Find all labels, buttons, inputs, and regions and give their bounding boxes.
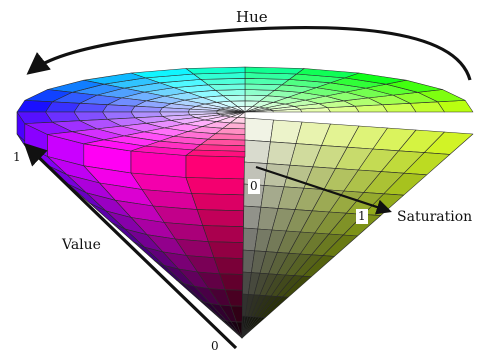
cone-side-cell: [192, 194, 245, 211]
top-disc-cell: [103, 105, 135, 112]
cone-side-cell: [203, 226, 244, 243]
value-label: Value: [62, 237, 101, 253]
cone-side-cell: [197, 210, 244, 227]
value-max-label: 1: [13, 150, 21, 164]
rim-band-cell: [186, 156, 245, 180]
hue-label: Hue: [236, 8, 268, 26]
top-disc-cell: [186, 150, 245, 157]
saturation-min-label: 0: [248, 179, 260, 194]
saturation-max-label: 1: [356, 209, 368, 224]
cut-face-right-cell: [244, 140, 270, 164]
cutaway-interior: [242, 118, 473, 338]
saturation-label: Saturation: [397, 209, 472, 225]
cone-side-cell: [186, 178, 245, 195]
cone-side-cell: [208, 242, 243, 259]
top-disc-cell: [186, 67, 245, 74]
cut-face-right-cell: [245, 118, 274, 142]
value-min-label: 0: [211, 339, 219, 353]
top-disc-cell: [245, 67, 304, 74]
